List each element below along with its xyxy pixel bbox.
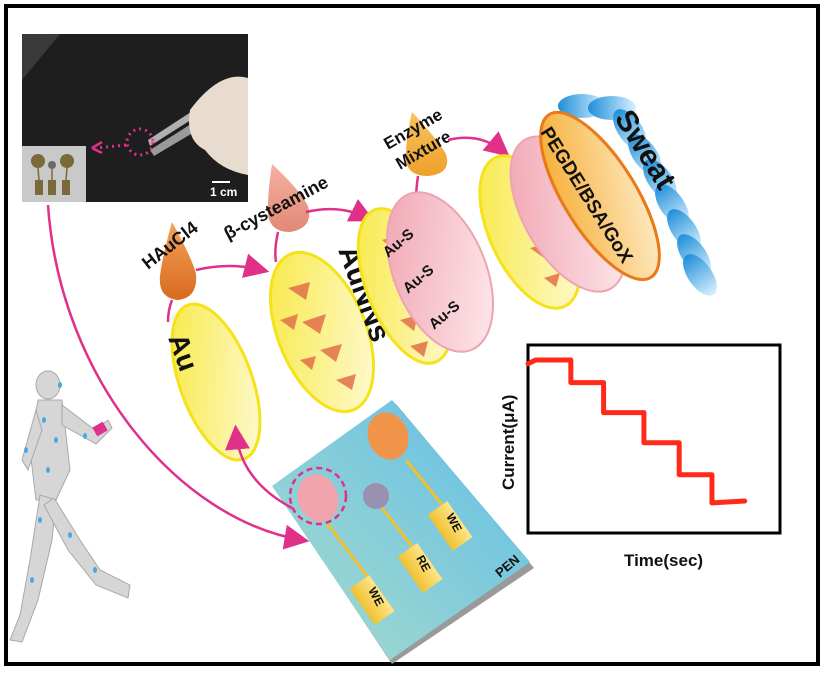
highlight-circle [125,127,155,157]
stage-au-s-electrode: Au-S Au-S Au-S [356,191,495,365]
stage-au-electrode: Au [162,302,262,462]
arrow-stage2-to-3 [305,198,375,222]
reagent-drop-enzyme: Enzyme Mixture [381,105,454,176]
sensor-chip: WE RE WE PEN [272,400,534,664]
wearable-sensor-patch [92,421,108,437]
arrow-chip-to-au [225,424,293,510]
connector-1 [166,299,174,323]
electrode-label-re: RE [413,553,433,574]
arrow-stage1-to-2 [195,253,270,278]
arrow-photo-to-chip [46,204,310,550]
scale-bar-label: 1 cm [210,185,237,199]
stage-enzyme-electrode: PEGDE/BSA/GoX Sweat [478,94,717,310]
chart-axes-box [526,343,782,535]
runner-figure [9,370,131,643]
chart-ylabel: Current(μA) [499,395,518,490]
sensor-photo: 1 cm [22,34,248,202]
chart-xlabel: Time(sec) [624,551,703,570]
selected-electrode-highlight [288,466,348,526]
reagent-drop-haucl4: HAuCl4 [138,217,202,300]
sweat-droplets [558,94,717,296]
amperometric-chart: Current(μA) Time(sec) [499,343,782,570]
arrow-stage3-to-4 [447,131,510,157]
gloved-hand [189,76,248,175]
chart-series-line [525,357,748,506]
connector-2 [274,231,280,263]
